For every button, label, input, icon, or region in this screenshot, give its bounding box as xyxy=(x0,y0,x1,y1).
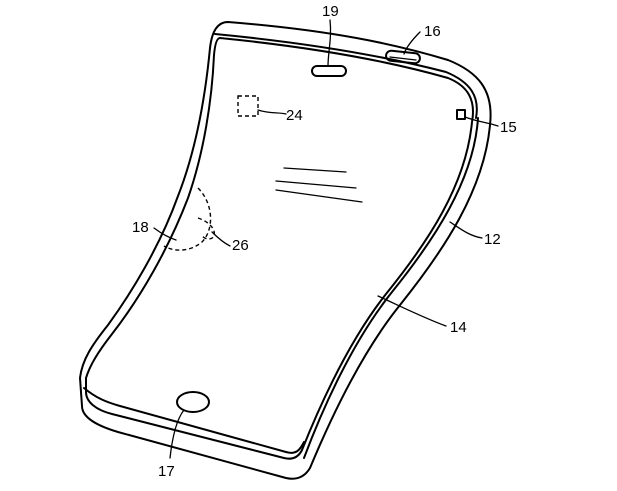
label-15: 15 xyxy=(500,119,517,136)
label-16: 16 xyxy=(424,23,441,40)
leader-19 xyxy=(327,19,332,67)
top-edge xyxy=(214,33,478,119)
speaker-slot xyxy=(311,65,347,77)
right-front-edge xyxy=(285,441,305,454)
label-26: 26 xyxy=(232,237,249,254)
touch-arc xyxy=(197,217,216,240)
label-12: 12 xyxy=(484,231,501,248)
device-housing-outline xyxy=(79,21,492,480)
home-button xyxy=(176,391,210,413)
label-19: 19 xyxy=(322,3,339,20)
screen-line-3 xyxy=(275,189,363,203)
leader-18 xyxy=(153,227,177,241)
leader-17 xyxy=(169,409,185,459)
display-outline xyxy=(85,37,474,460)
top-slot xyxy=(385,49,421,65)
bend-arc xyxy=(163,187,212,251)
label-24: 24 xyxy=(286,107,303,124)
label-14: 14 xyxy=(450,319,467,336)
sensor-window xyxy=(456,109,466,120)
top-slot-line xyxy=(389,56,417,61)
screen-line-2 xyxy=(275,180,357,189)
leader-16 xyxy=(403,31,421,55)
label-17: 17 xyxy=(158,463,175,480)
label-18: 18 xyxy=(132,219,149,236)
right-side-edge xyxy=(303,117,479,459)
leader-14 xyxy=(377,295,447,327)
leader-26 xyxy=(211,231,231,247)
leader-12 xyxy=(449,221,483,239)
leader-15 xyxy=(464,116,499,127)
bottom-front-edge xyxy=(83,387,287,453)
screen-line-1 xyxy=(283,167,347,173)
leader-24 xyxy=(257,109,287,115)
dashed-region xyxy=(237,95,259,117)
